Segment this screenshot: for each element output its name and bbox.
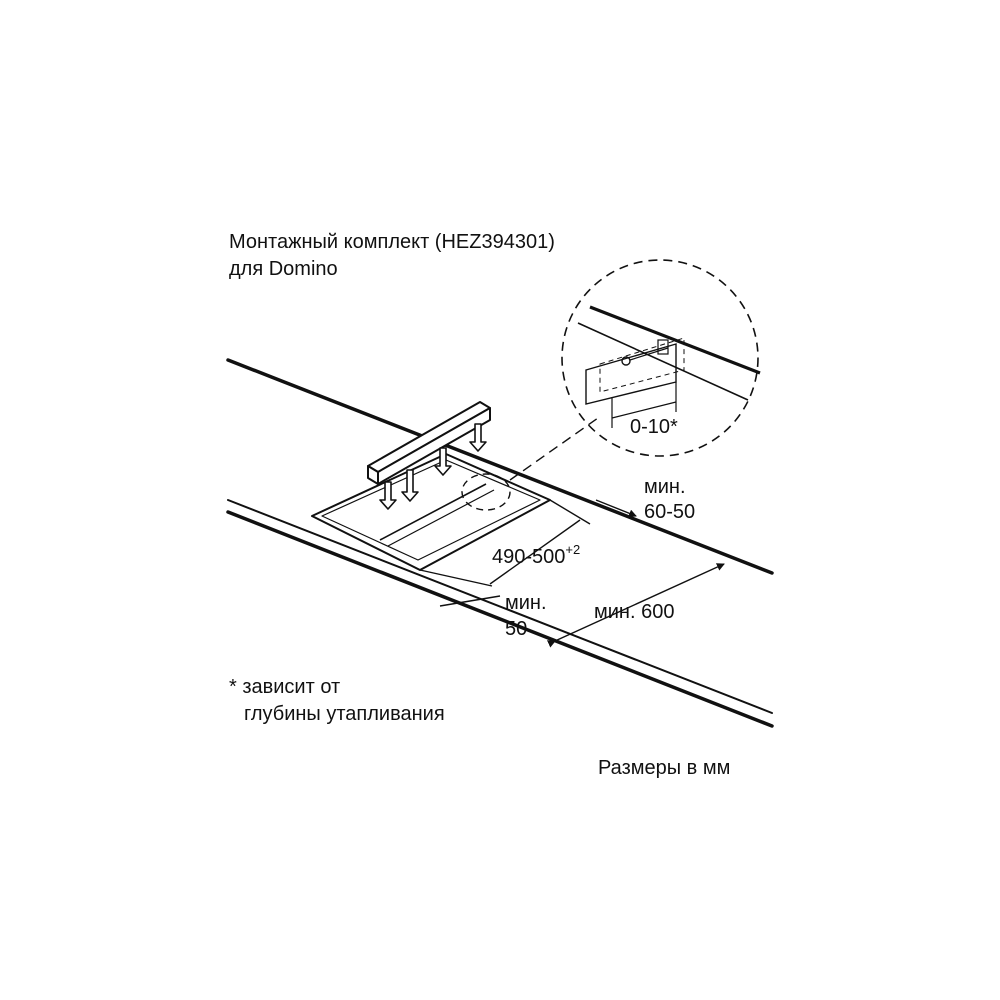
mounting-bar (367, 401, 491, 485)
worktop-front-bottom-edge (226, 510, 774, 728)
cutout-inner-wall (321, 459, 541, 561)
diagram-title-line1: Монтажный комплект (HEZ394301) (229, 231, 555, 253)
detail-worktop-bottom (577, 322, 749, 401)
footnote-line1: * зависит от (229, 676, 340, 698)
rear-gap-min-label: мин. (644, 476, 686, 498)
detail-screw-shaft (629, 347, 669, 361)
detail-leader-line (509, 417, 599, 481)
cutout-divider (379, 483, 487, 541)
detail-bracket-front (585, 343, 677, 405)
detail-magnified (561, 259, 761, 457)
detail-gap-label: 0-10* (630, 416, 678, 438)
detail-worktop-top (589, 305, 761, 375)
footnote-line2: глубины утапливания (244, 703, 445, 725)
down-arrow-icon (469, 423, 487, 452)
detail-dim-line (611, 401, 677, 419)
detail-bracket-back (599, 337, 685, 393)
rear-gap-dim-line (595, 499, 637, 518)
cutout-width-ext-bottom (419, 569, 493, 587)
worktop-back-edge (226, 358, 774, 575)
cutout-width-ext-top (549, 499, 591, 525)
worktop-depth-label: мин. 600 (594, 601, 674, 623)
down-arrow-icon (379, 481, 397, 510)
diagram-title-line2: для Domino (229, 258, 338, 280)
units-note: Размеры в мм (598, 757, 730, 779)
cutout-width-dim-line (489, 519, 581, 585)
dimension-lines (419, 499, 725, 648)
detail-callout (461, 417, 599, 511)
worktop (226, 358, 774, 728)
worktop-depth-dim-line (546, 563, 725, 648)
front-gap-min-label: мин. (505, 592, 547, 614)
mounting-arrows (379, 423, 487, 510)
detail-nut (657, 339, 669, 355)
down-arrow-icon (401, 469, 419, 502)
mounting-bar-end (367, 465, 379, 485)
front-gap-dim-line (439, 595, 501, 607)
down-arrow-icon (434, 447, 452, 476)
rear-gap-value: 60-50 (644, 501, 695, 523)
front-gap-value: 50 (505, 618, 527, 640)
worktop-front-top-edge (227, 499, 773, 714)
detail-circle (561, 259, 759, 457)
detail-screw (621, 356, 631, 366)
cutout-width-value: 490-500 (492, 546, 565, 568)
cutout-divider-2 (387, 489, 495, 547)
detail-marker-circle (461, 473, 511, 511)
cutout-width-label: 490-500+2 (492, 542, 580, 568)
cutout-width-tolerance: +2 (565, 542, 580, 557)
